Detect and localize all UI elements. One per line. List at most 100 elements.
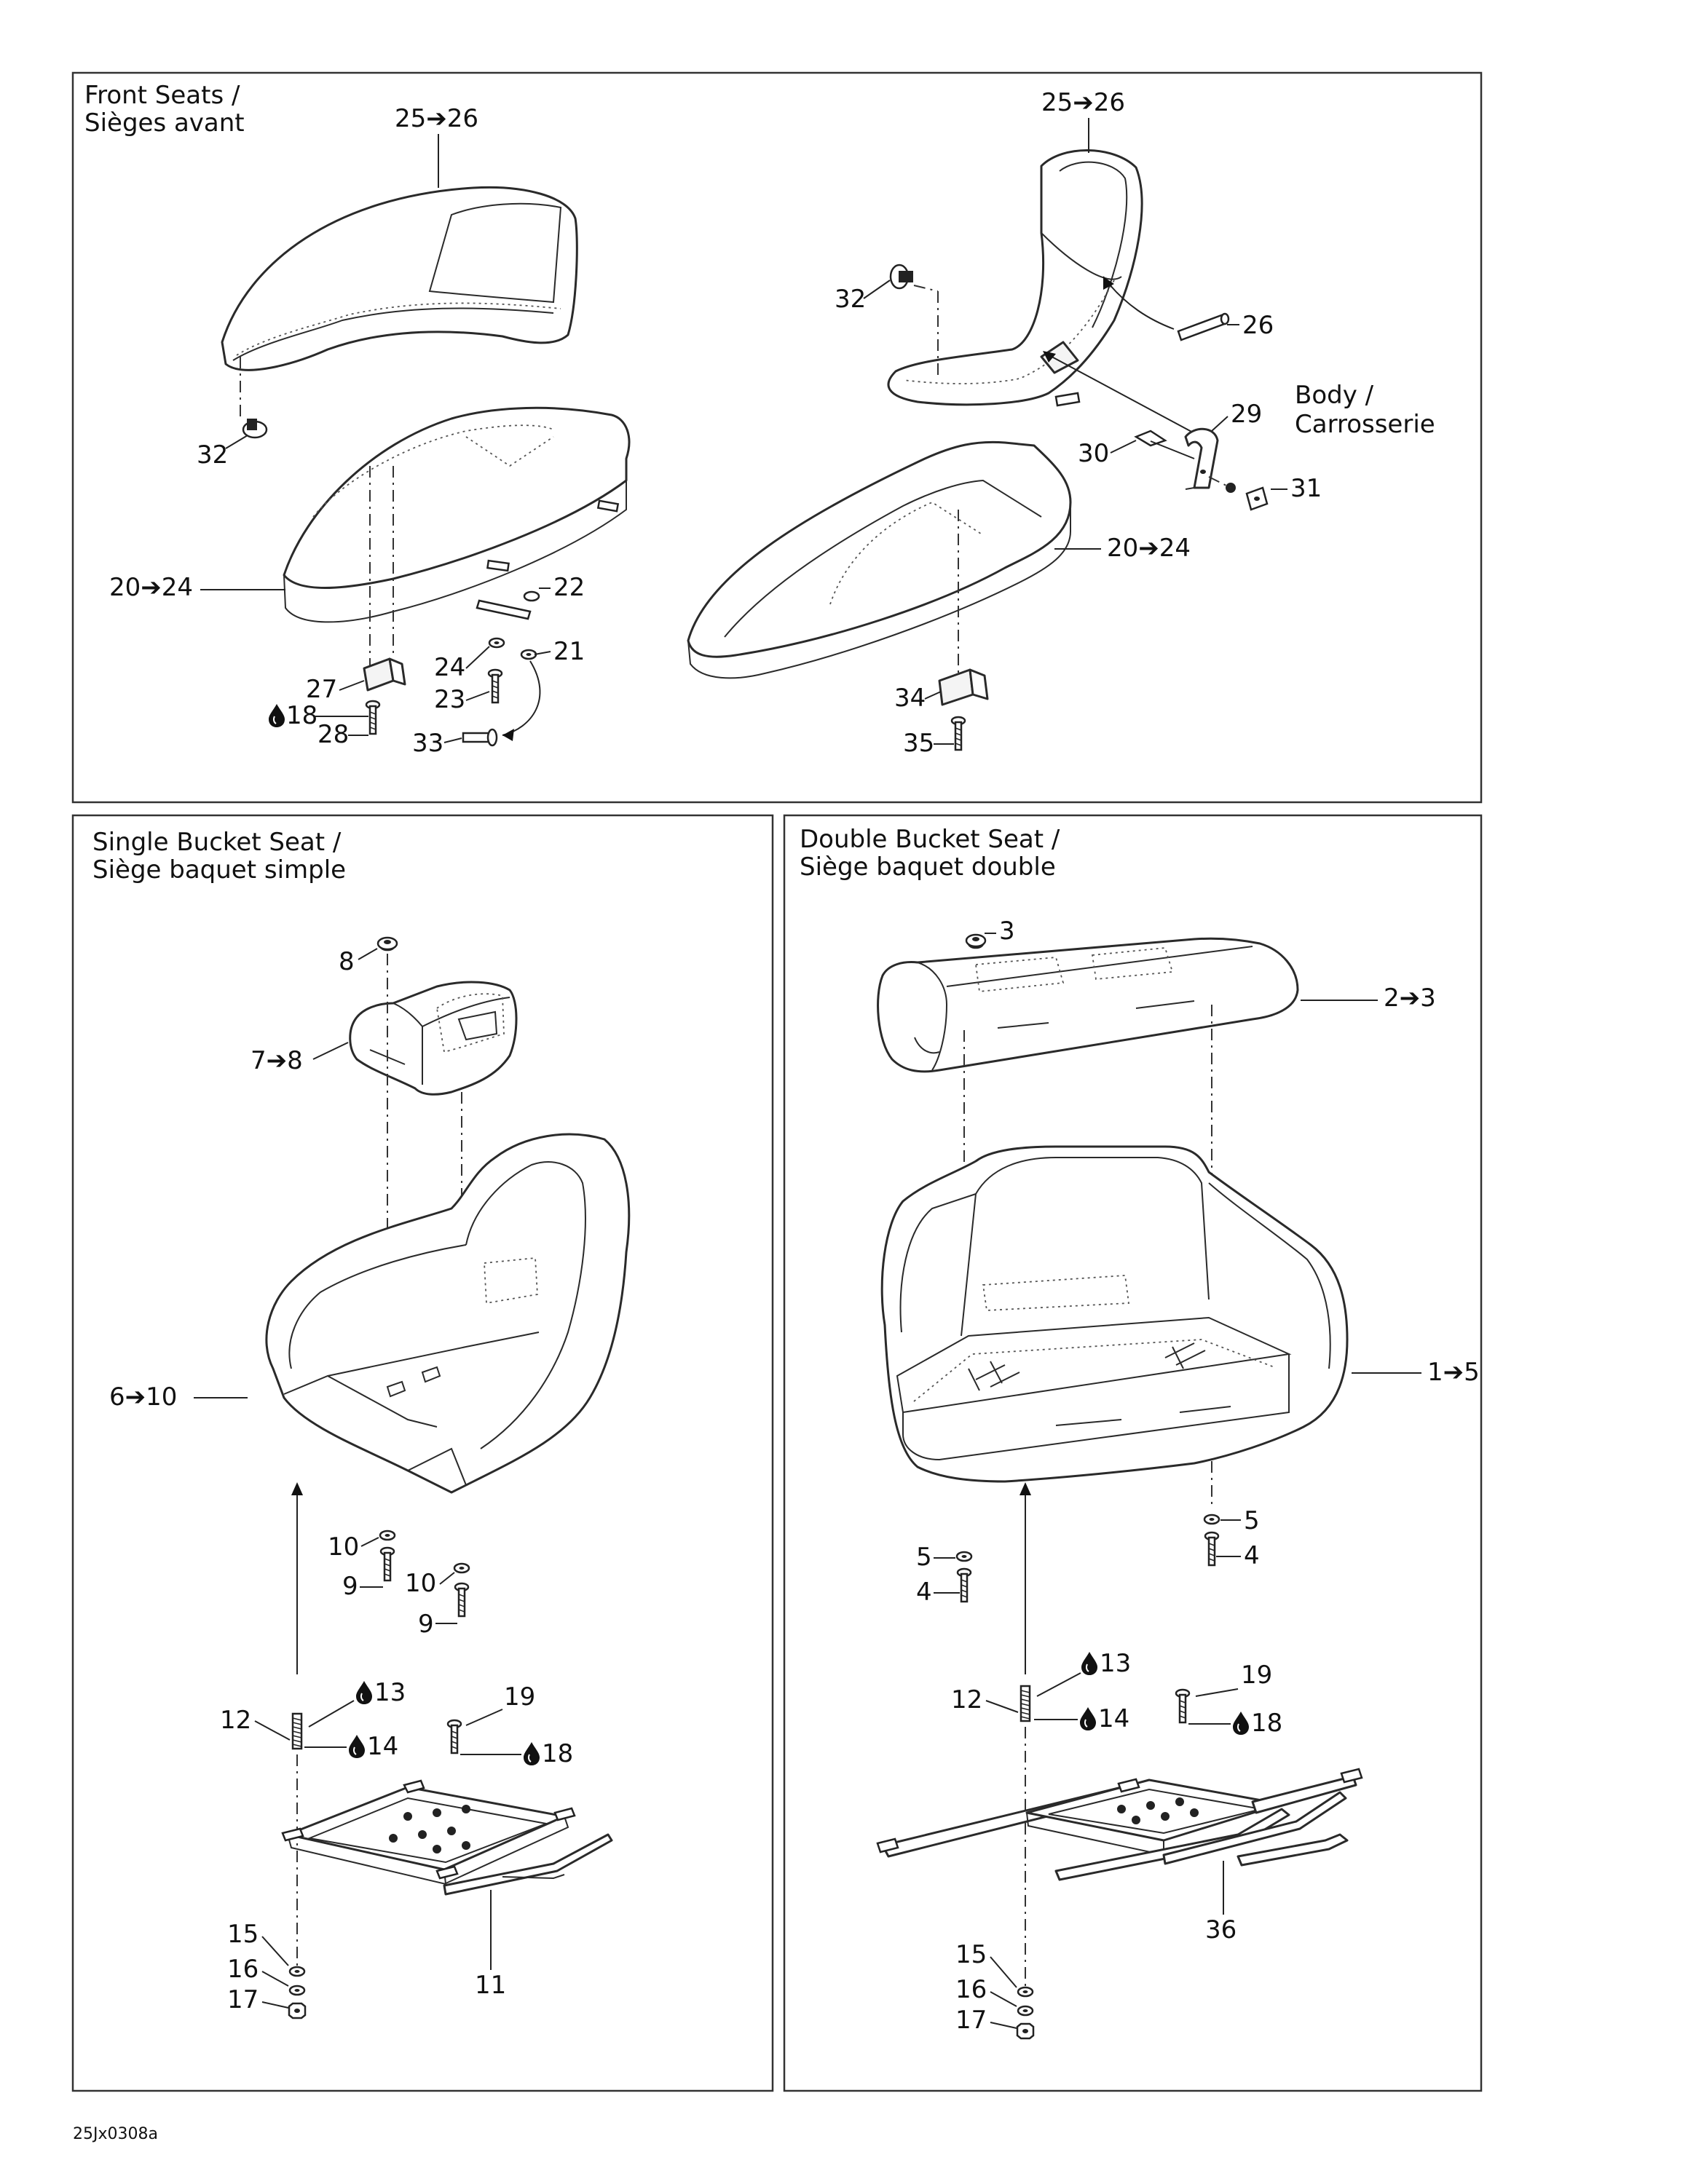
callout-front-right-c20-24: 20➔24 bbox=[1107, 534, 1191, 563]
screw-32-front-left bbox=[242, 419, 268, 439]
callout-double-c1-5: 1➔5 bbox=[1427, 1358, 1480, 1387]
callout-double-c3: 3 bbox=[999, 917, 1015, 946]
callout-single-c13: 13 bbox=[374, 1678, 406, 1707]
callout-front-left-c22: 22 bbox=[553, 573, 585, 602]
bolt bbox=[487, 668, 503, 704]
bolt bbox=[379, 1546, 395, 1582]
leader-line bbox=[465, 1709, 503, 1726]
threaded-stud bbox=[291, 1712, 303, 1750]
bracket-29 bbox=[1184, 427, 1219, 490]
leader-line bbox=[924, 691, 942, 700]
rod-26 bbox=[1177, 312, 1230, 341]
washer bbox=[288, 1985, 306, 1996]
callout-single-c15: 15 bbox=[227, 1920, 259, 1949]
callout-front-right-body-line1: Body / bbox=[1295, 381, 1374, 410]
bracket-27 bbox=[363, 657, 406, 692]
double-backrest-cushion-2 bbox=[877, 937, 1299, 1073]
single-bucket-subtitle: Siège baquet simple bbox=[92, 855, 346, 885]
drop-icon bbox=[523, 1741, 540, 1766]
bracket-34 bbox=[938, 668, 989, 706]
leader-line bbox=[439, 1572, 455, 1585]
panel-single-bucket-seat bbox=[71, 814, 774, 2092]
leader-line bbox=[358, 948, 378, 960]
rivet-30 bbox=[1134, 430, 1195, 459]
callout-front-right-c25-26: 25➔26 bbox=[1041, 88, 1125, 117]
callout-front-left-c33: 33 bbox=[412, 729, 443, 758]
callout-front-left-c25-26: 25➔26 bbox=[395, 104, 478, 133]
callout-single-c14: 14 bbox=[367, 1732, 398, 1761]
callout-front-left-c21: 21 bbox=[553, 637, 585, 666]
callout-double-c15: 15 bbox=[955, 1940, 987, 1969]
leader-line bbox=[308, 1700, 355, 1728]
leader-line bbox=[1103, 277, 1114, 290]
leader-line bbox=[1043, 351, 1056, 363]
bolt bbox=[454, 1582, 470, 1618]
leader-line bbox=[261, 1936, 289, 1966]
alignment-line bbox=[913, 285, 939, 292]
callout-double-c16: 16 bbox=[955, 1975, 987, 2004]
leader-line bbox=[465, 691, 490, 701]
nut bbox=[1016, 2022, 1035, 2040]
panel-double-bucket-seat bbox=[783, 814, 1483, 2092]
leader-line bbox=[1211, 416, 1228, 432]
bolt bbox=[446, 1719, 462, 1754]
callout-front-left-c32: 32 bbox=[197, 440, 228, 470]
washer bbox=[1017, 2005, 1034, 2017]
callout-single-c17: 17 bbox=[227, 1985, 259, 2014]
callout-single-c7-8: 7➔8 bbox=[251, 1046, 303, 1075]
callout-double-c14: 14 bbox=[1098, 1704, 1129, 1733]
callout-single-c12: 12 bbox=[220, 1706, 251, 1735]
clip-plate-22 bbox=[476, 590, 540, 620]
drop-icon bbox=[1079, 1706, 1097, 1731]
bolt bbox=[1175, 1688, 1191, 1724]
callout-double-c12: 12 bbox=[951, 1685, 982, 1714]
alignment-line bbox=[1208, 476, 1231, 488]
callout-double-c18: 18 bbox=[1251, 1709, 1282, 1738]
bolt bbox=[956, 1567, 972, 1603]
callout-front-left-c23: 23 bbox=[434, 685, 465, 714]
single-seat-base-plate bbox=[281, 1779, 613, 1896]
leader-line bbox=[1036, 1672, 1081, 1697]
callout-front-left-c24: 24 bbox=[434, 653, 465, 682]
single-bucket-title: Single Bucket Seat / bbox=[92, 828, 342, 857]
callout-front-right-c30: 30 bbox=[1078, 439, 1109, 468]
callout-front-right-c34: 34 bbox=[894, 684, 926, 713]
leader-line bbox=[990, 1991, 1017, 2007]
double-seat-base-plate bbox=[876, 1768, 1363, 1881]
leader-line bbox=[261, 2001, 289, 2009]
leader-line bbox=[1019, 1482, 1031, 1495]
callout-single-c10b: 10 bbox=[405, 1569, 436, 1598]
nut-plate-31 bbox=[1245, 486, 1269, 511]
leader-line bbox=[1195, 1688, 1239, 1697]
callout-single-c9b: 9 bbox=[418, 1610, 434, 1639]
callout-double-c2-3: 2➔3 bbox=[1384, 984, 1436, 1013]
callout-double-c17: 17 bbox=[955, 2006, 987, 2035]
leader-line bbox=[254, 1720, 291, 1741]
callout-front-right-c31: 31 bbox=[1290, 474, 1322, 503]
drop-icon bbox=[1232, 1711, 1250, 1736]
callout-front-right-c26: 26 bbox=[1242, 311, 1274, 340]
callout-single-c6-10: 6➔10 bbox=[109, 1382, 177, 1412]
callout-double-c5b: 5 bbox=[916, 1543, 932, 1572]
leader-line bbox=[990, 2022, 1017, 2029]
panel-front-seats bbox=[71, 71, 1483, 804]
bolt bbox=[1204, 1531, 1220, 1567]
washer bbox=[955, 1551, 973, 1562]
screw-8 bbox=[376, 936, 398, 951]
washer bbox=[1203, 1514, 1220, 1525]
washer bbox=[288, 1966, 306, 1977]
double-bucket-subtitle: Siège baquet double bbox=[800, 852, 1056, 882]
front-right-backrest bbox=[887, 149, 1143, 407]
washer bbox=[379, 1530, 396, 1541]
leader-line bbox=[1110, 440, 1137, 454]
washer bbox=[520, 649, 537, 660]
drop-icon bbox=[1081, 1651, 1098, 1676]
leader-line bbox=[863, 280, 891, 299]
callout-front-right-c35: 35 bbox=[903, 729, 934, 758]
drop-icon bbox=[268, 703, 285, 728]
leader-line bbox=[360, 1537, 379, 1547]
screw-33 bbox=[462, 728, 498, 747]
callout-double-c5a: 5 bbox=[1244, 1506, 1260, 1535]
washer bbox=[453, 1562, 470, 1574]
